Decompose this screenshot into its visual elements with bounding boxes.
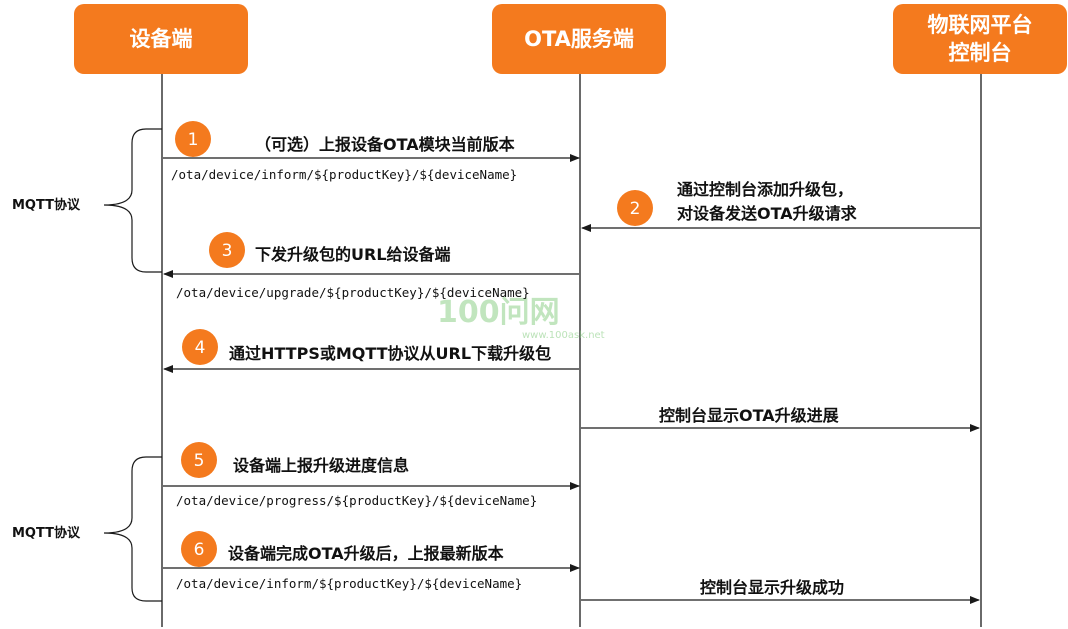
actor-console-label-line1: 物联网平台 xyxy=(928,13,1033,37)
step-3-badge xyxy=(209,232,245,268)
step-5-topic: /ota/device/progress/${productKey}/${dev… xyxy=(176,493,537,508)
step-5-label: 设备端上报升级进度信息 xyxy=(233,456,409,475)
step-5-badge xyxy=(181,442,217,478)
console-success-label: 控制台显示升级成功 xyxy=(700,578,844,597)
step-6-label: 设备端完成OTA升级后，上报最新版本 xyxy=(228,544,504,563)
actor-console: 物联网平台 控制台 xyxy=(893,4,1067,74)
step-2-number: 2 xyxy=(630,199,641,219)
protocol-label-top: MQTT协议 xyxy=(12,197,81,213)
watermark-text: 100问网 xyxy=(437,295,560,330)
actor-ota-server: OTA服务端 xyxy=(492,4,666,74)
actor-ota-server-label: OTA服务端 xyxy=(524,27,634,51)
console-success-message: 控制台显示升级成功 xyxy=(581,578,980,604)
console-progress-label: 控制台显示OTA升级进展 xyxy=(659,406,840,425)
step-6-message: 6 设备端完成OTA升级后，上报最新版本 /ota/device/inform/… xyxy=(163,531,580,591)
step-1-message: 1 （可选）上报设备OTA模块当前版本 /ota/device/inform/$… xyxy=(163,121,580,182)
brace-top xyxy=(103,128,162,273)
watermark-url: www.100ask.net xyxy=(522,330,605,341)
step-2-badge xyxy=(617,190,653,226)
step-3-label: 下发升级包的URL给设备端 xyxy=(255,245,451,264)
actor-device-label: 设备端 xyxy=(130,27,193,51)
actor-console-label-line2: 控制台 xyxy=(949,41,1012,65)
step-1-badge xyxy=(175,121,211,157)
step-6-badge xyxy=(181,531,217,567)
protocol-label-bottom: MQTT协议 xyxy=(12,525,81,541)
step-1-topic: /ota/device/inform/${productKey}/${devic… xyxy=(171,167,517,182)
step-2-label-line1: 通过控制台添加升级包， xyxy=(677,180,853,199)
watermark: 100问网 www.100ask.net xyxy=(437,295,605,341)
step-5-number: 5 xyxy=(194,451,205,471)
step-2-label-line2: 对设备发送OTA升级请求 xyxy=(677,204,858,223)
step-6-topic: /ota/device/inform/${productKey}/${devic… xyxy=(176,576,522,591)
step-1-number: 1 xyxy=(188,130,199,150)
step-6-number: 6 xyxy=(194,540,205,560)
console-progress-message: 控制台显示OTA升级进展 xyxy=(581,406,980,432)
step-1-label: （可选）上报设备OTA模块当前版本 xyxy=(255,135,515,154)
step-4-message: 4 通过HTTPS或MQTT协议从URL下载升级包 xyxy=(163,329,579,373)
step-4-badge xyxy=(182,329,218,365)
step-3-topic: /ota/device/upgrade/${productKey}/${devi… xyxy=(176,285,530,300)
step-4-label: 通过HTTPS或MQTT协议从URL下载升级包 xyxy=(229,344,551,363)
actor-device: 设备端 xyxy=(74,4,248,74)
step-4-number: 4 xyxy=(195,338,206,358)
step-3-number: 3 xyxy=(222,241,233,261)
step-5-message: 5 设备端上报升级进度信息 /ota/device/progress/${pro… xyxy=(163,442,580,508)
step-3-message: 3 下发升级包的URL给设备端 /ota/device/upgrade/${pr… xyxy=(163,232,579,300)
brace-bottom xyxy=(103,456,162,602)
step-2-message: 2 通过控制台添加升级包， 对设备发送OTA升级请求 xyxy=(581,180,980,232)
